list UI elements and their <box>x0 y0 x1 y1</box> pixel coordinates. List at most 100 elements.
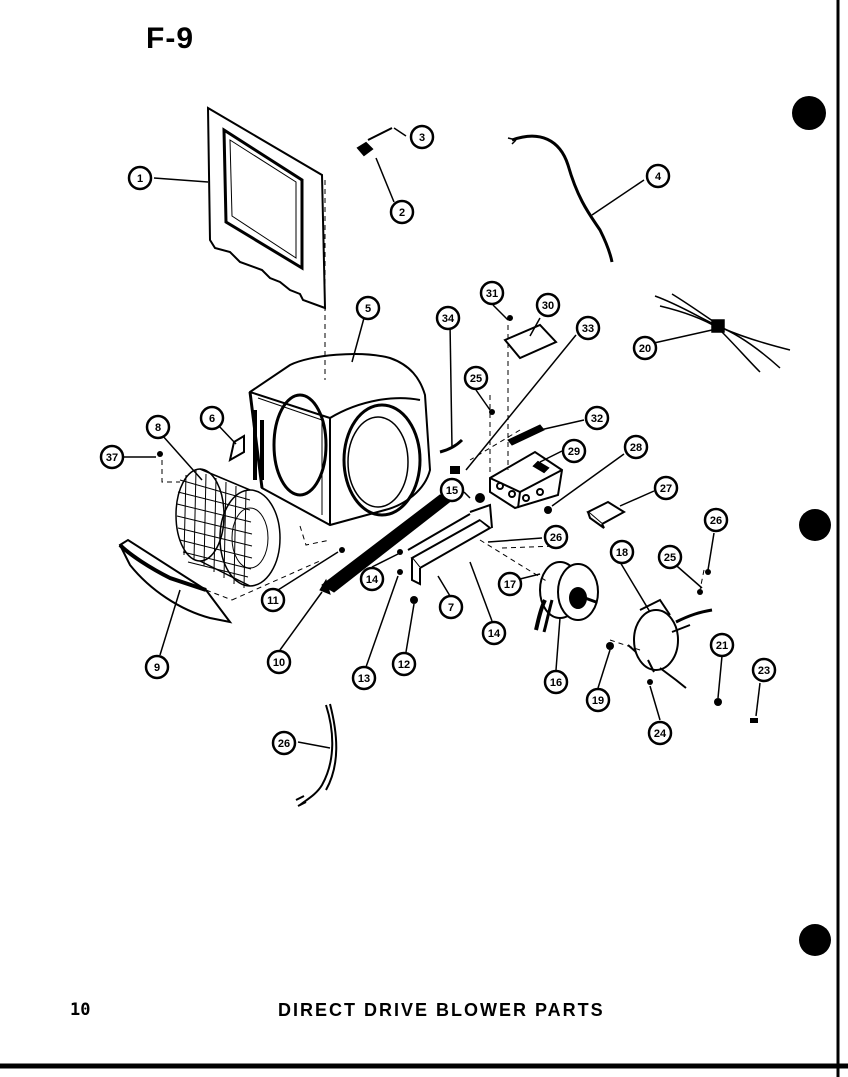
callout-14-right: 14 <box>481 620 507 646</box>
svg-text:10: 10 <box>273 657 285 669</box>
svg-text:7: 7 <box>448 602 454 614</box>
callout-14-left: 14 <box>359 566 385 592</box>
wire-end-drawing <box>507 137 517 145</box>
callout-1: 1 <box>127 165 153 191</box>
callout-2: 2 <box>389 199 415 225</box>
callout-31: 31 <box>479 280 505 306</box>
svg-text:4: 4 <box>655 171 662 183</box>
fasteners-drawing <box>157 315 758 723</box>
callout-7: 7 <box>438 594 464 620</box>
access-panel-drawing <box>206 106 327 310</box>
callout-group: 1 2 3 4 5 6 7 8 9 10 11 12 13 14 14 15 1… <box>99 124 777 756</box>
svg-text:18: 18 <box>616 547 628 559</box>
svg-text:19: 19 <box>592 695 604 707</box>
callout-3: 3 <box>409 124 435 150</box>
svg-text:12: 12 <box>398 659 410 671</box>
callout-4: 4 <box>645 163 671 189</box>
svg-text:11: 11 <box>267 595 279 607</box>
svg-text:14: 14 <box>488 628 501 640</box>
svg-text:27: 27 <box>660 483 672 495</box>
svg-text:1: 1 <box>137 173 143 185</box>
svg-text:26: 26 <box>710 515 722 527</box>
callout-29: 29 <box>561 438 587 464</box>
svg-text:13: 13 <box>358 673 370 685</box>
svg-text:25: 25 <box>664 552 676 564</box>
callout-32: 32 <box>584 405 610 431</box>
svg-text:21: 21 <box>716 640 728 652</box>
callout-6: 6 <box>199 405 225 431</box>
svg-text:14: 14 <box>366 574 379 586</box>
callout-27: 27 <box>653 475 679 501</box>
lower-cover-drawing <box>118 538 233 624</box>
svg-text:33: 33 <box>582 323 594 335</box>
binder-hole-top <box>792 96 826 130</box>
wire-harness-drawing <box>511 134 614 263</box>
svg-text:32: 32 <box>591 413 603 425</box>
callout-24: 24 <box>647 720 673 746</box>
capacitor-drawing <box>586 500 626 529</box>
callout-23: 23 <box>751 657 777 683</box>
callout-34: 34 <box>435 305 461 331</box>
callout-33: 33 <box>575 315 601 341</box>
callout-10: 10 <box>266 649 292 675</box>
callout-15: 15 <box>439 477 465 503</box>
loose-wire-drawing <box>295 703 338 807</box>
svg-text:5: 5 <box>365 303 371 315</box>
page-title: DIRECT DRIVE BLOWER PARTS <box>278 1000 605 1020</box>
callout-9: 9 <box>144 654 170 680</box>
cover-plate-drawing <box>503 323 558 360</box>
svg-text:37: 37 <box>106 452 118 464</box>
callout-21: 21 <box>709 632 735 658</box>
svg-text:20: 20 <box>639 343 651 355</box>
motor-drawing <box>534 561 599 633</box>
terminal-strip-drawing <box>507 424 545 446</box>
svg-text:29: 29 <box>568 446 580 458</box>
leader-lines <box>124 127 761 749</box>
callout-25-upper: 25 <box>463 365 489 391</box>
svg-text:8: 8 <box>155 422 161 434</box>
svg-text:25: 25 <box>470 373 482 385</box>
callout-20: 20 <box>632 335 658 361</box>
callout-30: 30 <box>535 292 561 318</box>
clip-drawing <box>356 127 393 157</box>
mounting-bracket-drawing <box>228 434 245 462</box>
callout-19: 19 <box>585 687 611 713</box>
blower-housing-drawing <box>248 353 432 527</box>
svg-text:9: 9 <box>154 662 160 674</box>
callout-8: 8 <box>145 414 171 440</box>
callout-37: 37 <box>99 444 125 470</box>
page-number: 10 <box>70 1000 91 1020</box>
svg-text:26: 26 <box>550 532 562 544</box>
callout-17: 17 <box>497 571 523 597</box>
callout-11: 11 <box>260 587 286 613</box>
wire-tie-drawing <box>439 438 464 454</box>
binder-hole-bottom <box>799 924 831 956</box>
callout-18: 18 <box>609 539 635 565</box>
svg-text:30: 30 <box>542 300 554 312</box>
svg-text:34: 34 <box>442 313 455 325</box>
svg-text:26: 26 <box>278 738 290 750</box>
blower-wheel-drawing <box>175 468 281 589</box>
callout-28: 28 <box>623 434 649 460</box>
callout-13: 13 <box>351 665 377 691</box>
grommet-drawing <box>450 466 485 503</box>
wire-bundle-drawing <box>654 293 791 373</box>
svg-text:2: 2 <box>399 207 405 219</box>
motor-mount-bracket-drawing <box>407 503 493 586</box>
motor-mount-ring-drawing <box>627 598 713 689</box>
callout-26-bracket: 26 <box>543 524 569 550</box>
svg-text:24: 24 <box>654 728 667 740</box>
svg-text:17: 17 <box>504 579 516 591</box>
svg-text:31: 31 <box>486 288 498 300</box>
assembly-dash-lines <box>161 180 705 651</box>
control-box-drawing <box>489 450 564 510</box>
callout-26-wire: 26 <box>271 730 297 756</box>
callout-5: 5 <box>355 295 381 321</box>
svg-text:6: 6 <box>209 413 215 425</box>
callout-12: 12 <box>391 651 417 677</box>
callout-26-right: 26 <box>703 507 729 533</box>
binder-hole-middle <box>799 509 831 541</box>
svg-text:15: 15 <box>446 485 458 497</box>
